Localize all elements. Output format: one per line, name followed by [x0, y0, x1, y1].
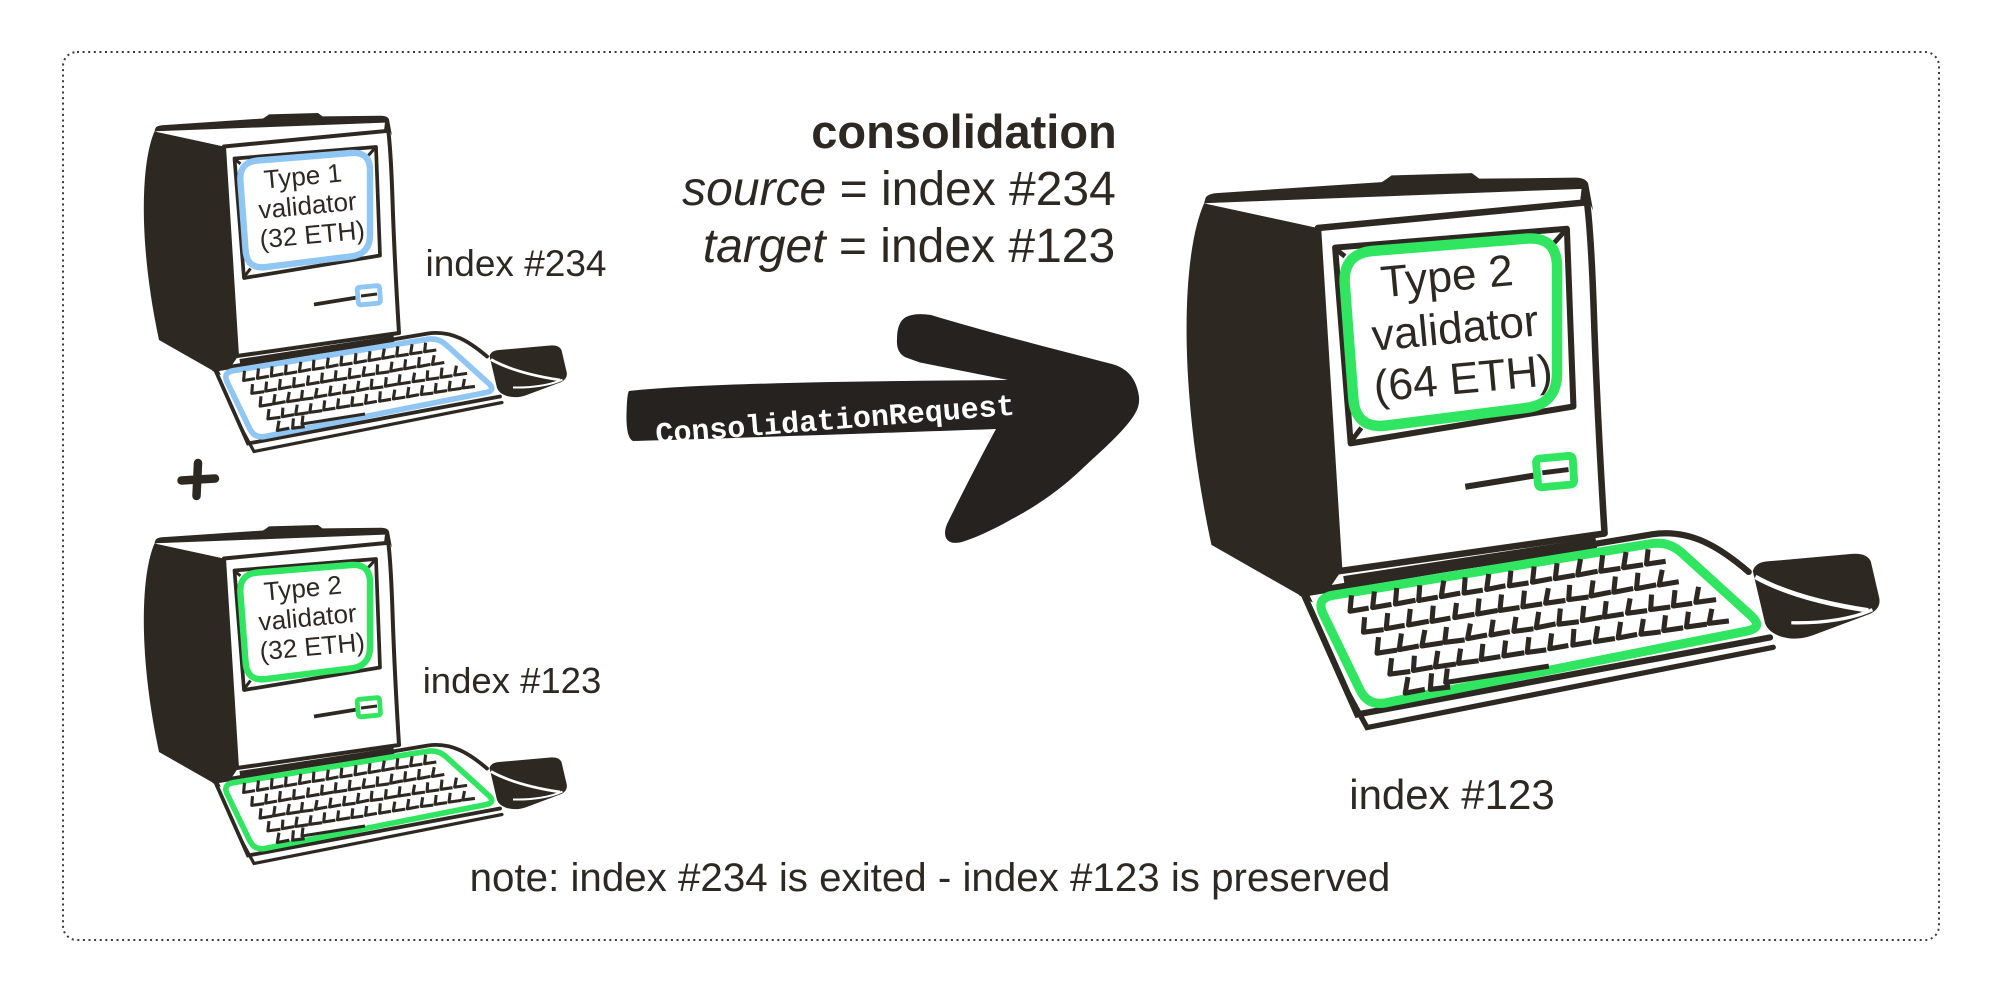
svg-text:Type 1: Type 1 — [263, 158, 343, 195]
svg-text:Type 2: Type 2 — [1379, 246, 1516, 307]
svg-text:Type 2: Type 2 — [263, 570, 343, 607]
svg-text:index #123: index #123 — [423, 660, 602, 701]
svg-text:index #123: index #123 — [1349, 771, 1555, 818]
svg-text:target = index #123: target = index #123 — [703, 220, 1115, 273]
svg-text:consolidation: consolidation — [811, 105, 1117, 158]
svg-text:source = index #234: source = index #234 — [682, 163, 1116, 216]
svg-text:note: index #234 is exited - i: note: index #234 is exited - index #123 … — [470, 855, 1391, 900]
svg-text:index #234: index #234 — [425, 243, 606, 284]
